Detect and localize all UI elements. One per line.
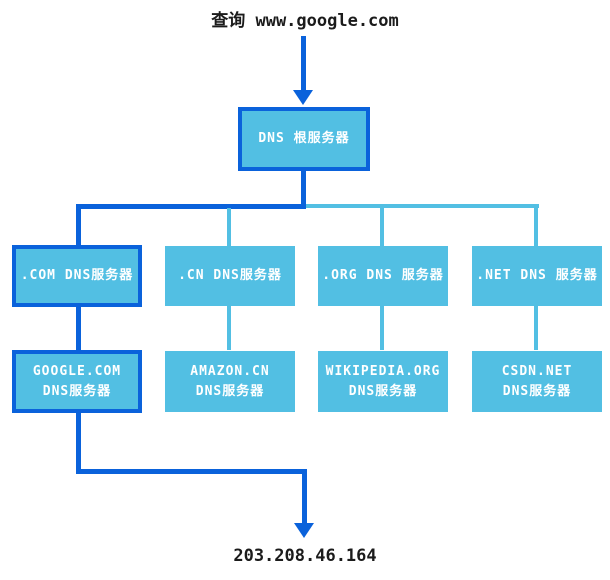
result-path-vertical-1 xyxy=(76,413,81,474)
auth-wikipedia-line1: WIKIPEDIA.ORG xyxy=(325,363,441,379)
connector-bus-to-org xyxy=(380,208,384,246)
connector-cn-to-amazon xyxy=(227,306,231,350)
result-path-horizontal xyxy=(76,469,307,474)
connector-bus-to-net xyxy=(534,208,538,246)
result-path-vertical-2 xyxy=(302,469,307,524)
tld-cn-label: .CN DNS服务器 xyxy=(178,268,282,283)
auth-csdn-line1: CSDN.NET xyxy=(501,363,573,379)
connector-root-to-bus xyxy=(301,171,306,208)
root-server-label: DNS 根服务器 xyxy=(258,131,350,146)
auth-box-csdn: CSDN.NET DNS服务器 xyxy=(472,351,602,412)
bus-line-left-highlighted xyxy=(76,204,306,209)
result-ip-label: 203.208.46.164 xyxy=(233,546,377,566)
connector-com-to-google xyxy=(76,307,81,350)
auth-csdn-line2: DNS服务器 xyxy=(502,383,572,399)
auth-box-google: GOOGLE.COM DNS服务器 xyxy=(12,350,142,413)
bus-line-right xyxy=(306,204,539,208)
auth-amazon-line1: AMAZON.CN xyxy=(190,363,270,379)
auth-amazon-line2: DNS服务器 xyxy=(195,383,265,399)
root-server-box: DNS 根服务器 xyxy=(238,107,370,171)
auth-google-line1: GOOGLE.COM xyxy=(32,363,122,379)
auth-box-amazon: AMAZON.CN DNS服务器 xyxy=(165,351,295,412)
result-arrowhead-down-icon xyxy=(294,523,314,538)
connector-bus-to-com xyxy=(76,204,81,246)
auth-google-line2: DNS服务器 xyxy=(42,383,112,399)
query-arrow-line xyxy=(301,36,306,92)
tld-org-label: .ORG DNS 服务器 xyxy=(322,268,444,283)
query-arrowhead-down-icon xyxy=(293,90,313,105)
tld-box-cn: .CN DNS服务器 xyxy=(165,246,295,306)
tld-com-label: .COM DNS服务器 xyxy=(20,268,134,283)
connector-net-to-csdn xyxy=(534,306,538,350)
connector-bus-to-cn xyxy=(227,208,231,246)
auth-wikipedia-line2: DNS服务器 xyxy=(348,383,418,399)
tld-box-net: .NET DNS 服务器 xyxy=(472,246,602,306)
query-label: 查询 www.google.com xyxy=(211,11,399,31)
tld-box-com: .COM DNS服务器 xyxy=(12,245,142,307)
tld-net-label: .NET DNS 服务器 xyxy=(476,268,598,283)
connector-org-to-wikipedia xyxy=(380,306,384,350)
auth-box-wikipedia: WIKIPEDIA.ORG DNS服务器 xyxy=(318,351,448,412)
tld-box-org: .ORG DNS 服务器 xyxy=(318,246,448,306)
